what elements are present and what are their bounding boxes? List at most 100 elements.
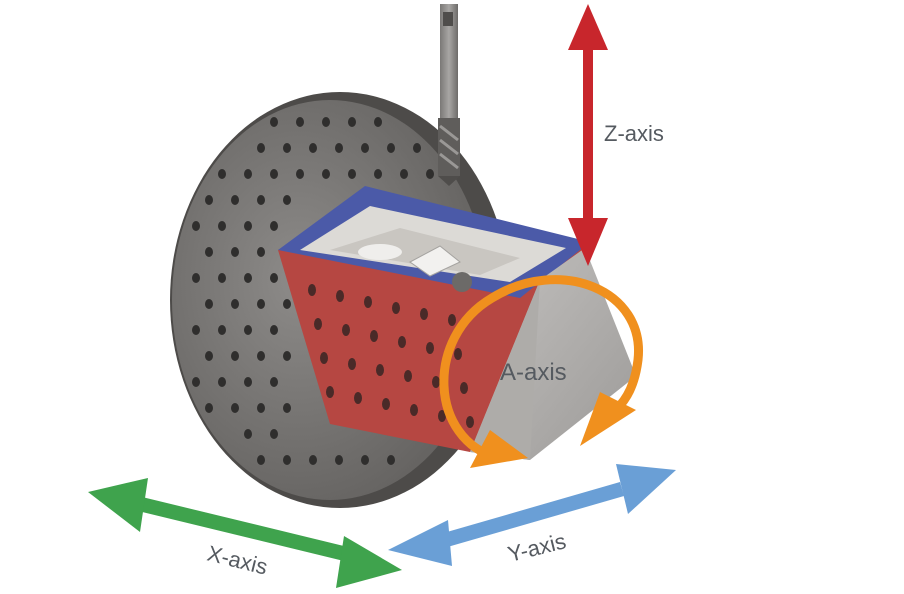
plate-hole (400, 169, 408, 179)
side-hole (420, 308, 428, 320)
plate-hole (283, 403, 291, 413)
plate-hole (205, 351, 213, 361)
plate-hole (283, 195, 291, 205)
side-hole (432, 376, 440, 388)
plate-hole (192, 325, 200, 335)
plate-hole (283, 455, 291, 465)
plate-hole (426, 169, 434, 179)
plate-hole (205, 299, 213, 309)
plate-hole (244, 429, 252, 439)
plate-hole (205, 403, 213, 413)
plate-hole (309, 143, 317, 153)
plate-hole (374, 169, 382, 179)
plate-hole (270, 169, 278, 179)
plate-hole (296, 117, 304, 127)
plate-hole (283, 143, 291, 153)
side-hole (376, 364, 384, 376)
plate-hole (322, 117, 330, 127)
plate-hole (283, 351, 291, 361)
plate-hole (387, 455, 395, 465)
end-mill-tool (438, 4, 460, 186)
y-axis-label: Y-axis (505, 528, 568, 567)
plate-hole (231, 299, 239, 309)
plate-hole (218, 221, 226, 231)
plate-hole (192, 221, 200, 231)
plate-hole (257, 403, 265, 413)
side-hole (336, 290, 344, 302)
plate-hole (374, 117, 382, 127)
plate-hole (348, 169, 356, 179)
plate-hole (361, 455, 369, 465)
plate-hole (218, 273, 226, 283)
side-hole-grid (308, 284, 474, 428)
side-hole (370, 330, 378, 342)
a-axis-arrow (439, 275, 643, 468)
plate-hole (361, 143, 369, 153)
plate-hole (322, 169, 330, 179)
plate-hole (192, 273, 200, 283)
side-hole (320, 352, 328, 364)
plate-hole (257, 195, 265, 205)
plate-hole (231, 351, 239, 361)
plate-hole (231, 195, 239, 205)
side-hole (326, 386, 334, 398)
side-hole (404, 370, 412, 382)
plate-hole (296, 169, 304, 179)
side-hole (364, 296, 372, 308)
y-axis-arrow (388, 464, 676, 566)
plate-hole (257, 143, 265, 153)
side-hole (454, 348, 462, 360)
plate-hole (270, 221, 278, 231)
plate-hole (348, 117, 356, 127)
plate-hole (218, 325, 226, 335)
plate-hole (413, 143, 421, 153)
side-hole (314, 318, 322, 330)
plate-hole (244, 221, 252, 231)
a-axis-label: A-axis (500, 359, 567, 386)
plate-hole (244, 273, 252, 283)
x-axis-arrow (88, 478, 402, 588)
plate-hole (335, 143, 343, 153)
plate-hole (270, 429, 278, 439)
side-hole (438, 410, 446, 422)
x-axis-label: X-axis (205, 541, 270, 580)
plate-hole (231, 247, 239, 257)
side-hole (392, 302, 400, 314)
plate-hole (257, 351, 265, 361)
plate-hole (244, 325, 252, 335)
plate-hole (270, 117, 278, 127)
plate-hole (218, 377, 226, 387)
plate-hole (270, 377, 278, 387)
side-hole (348, 358, 356, 370)
plate-hole (387, 143, 395, 153)
plate-hole (335, 455, 343, 465)
side-hole (308, 284, 316, 296)
plate-hole (244, 377, 252, 387)
side-hole (354, 392, 362, 404)
plate-hole (270, 325, 278, 335)
z-axis-arrow (568, 4, 608, 266)
plate-hole (205, 195, 213, 205)
plate-hole (257, 299, 265, 309)
side-hole (466, 416, 474, 428)
side-hole (426, 342, 434, 354)
side-hole (448, 314, 456, 326)
plate-hole (192, 377, 200, 387)
plate-hole-grid (192, 117, 434, 465)
plate-hole (283, 299, 291, 309)
plate-hole (257, 247, 265, 257)
plate-hole (231, 403, 239, 413)
side-hole (410, 404, 418, 416)
z-axis-label: Z-axis (604, 121, 664, 146)
plate-hole (270, 273, 278, 283)
side-hole (398, 336, 406, 348)
side-hole (460, 382, 468, 394)
plate-hole (218, 169, 226, 179)
side-hole (382, 398, 390, 410)
plate-hole (309, 455, 317, 465)
plate-hole (205, 247, 213, 257)
side-hole (342, 324, 350, 336)
plate-hole (257, 455, 265, 465)
plate-hole (244, 169, 252, 179)
